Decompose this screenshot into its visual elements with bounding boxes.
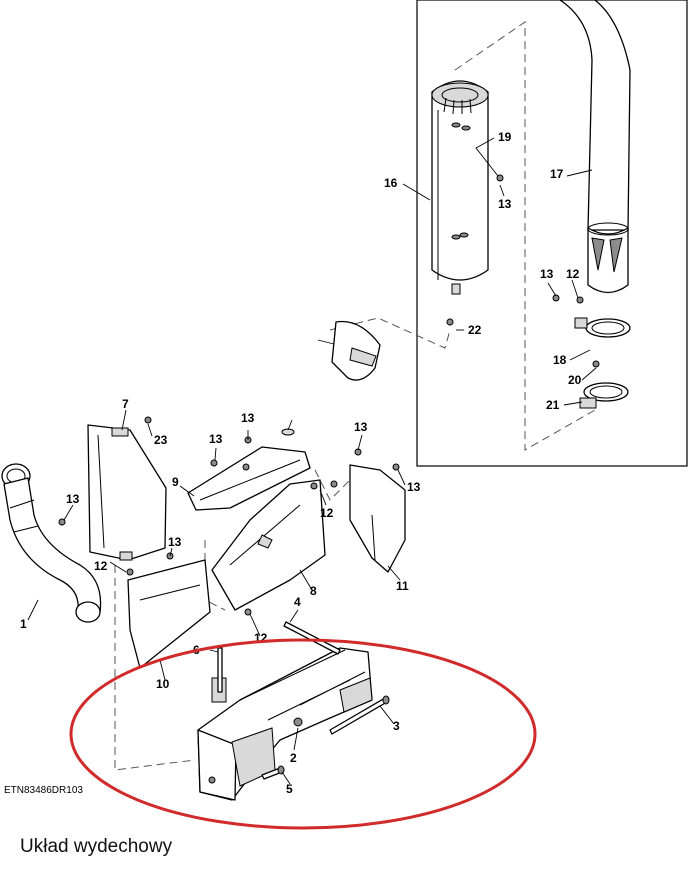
callout-3: 3 <box>393 719 400 733</box>
part-6-stud <box>217 647 223 693</box>
part-23-guard <box>331 320 381 381</box>
callout-11: 11 <box>396 579 409 593</box>
callout-17: 19 <box>498 130 512 144</box>
callout-13-inset-a: 13 <box>498 197 512 211</box>
callout-5: 5 <box>286 782 293 796</box>
callout-12-b: 12 <box>320 506 334 520</box>
part-2-support-frame <box>197 647 373 801</box>
callout-15: 17 <box>550 167 564 181</box>
callout-13-g: 13 <box>66 492 80 506</box>
callout-13-e: 13 <box>354 420 368 434</box>
diagram-caption: Układ wydechowy <box>20 836 173 857</box>
callout-13-f: 13 <box>407 480 421 494</box>
callout-13-inset-b: 13 <box>540 267 554 281</box>
part-16-clamp <box>574 317 631 338</box>
part-19-clamp <box>579 382 629 409</box>
callout-14: 16 <box>384 176 398 190</box>
callout-7: 7 <box>122 397 129 411</box>
callout-12-inset: 12 <box>566 267 580 281</box>
inset-fasteners <box>446 174 600 368</box>
reference-code: ETN83486DR103 <box>4 785 83 796</box>
part-3-bolt <box>329 695 390 735</box>
callouts: 16 19 13 17 13 12 22 18 20 21 7 23 13 13… <box>20 130 582 796</box>
part-1-hose <box>1 463 102 623</box>
highlight-ellipse <box>69 638 537 830</box>
callout-9: 9 <box>172 475 179 489</box>
part-9-bracket <box>187 446 311 511</box>
callout-4: 4 <box>294 595 301 609</box>
part-14-heat-shield <box>431 80 489 295</box>
callout-19: 21 <box>546 398 560 412</box>
part-11-right-shield <box>349 464 406 573</box>
callout-13-c: 13 <box>241 411 255 425</box>
part-8-panel <box>211 479 326 611</box>
callout-12-c: 12 <box>94 559 108 573</box>
callout-16: 18 <box>553 353 567 367</box>
inset-frame <box>416 0 688 467</box>
callout-10: 10 <box>156 677 170 691</box>
part-4-rod <box>283 621 341 655</box>
callout-13-h: 13 <box>168 535 182 549</box>
callout-13-d: 13 <box>209 432 223 446</box>
part-15-exhaust-stack <box>559 0 631 294</box>
callout-1: 1 <box>20 617 27 631</box>
callout-20: 22 <box>468 323 482 337</box>
callout-18: 20 <box>568 373 582 387</box>
leader-lines <box>27 137 597 785</box>
part-10-lower-shield <box>127 559 211 669</box>
callout-8: 8 <box>310 584 317 598</box>
callout-2: 2 <box>290 751 297 765</box>
part-7-shield <box>87 424 167 561</box>
callout-21: 23 <box>154 433 168 447</box>
